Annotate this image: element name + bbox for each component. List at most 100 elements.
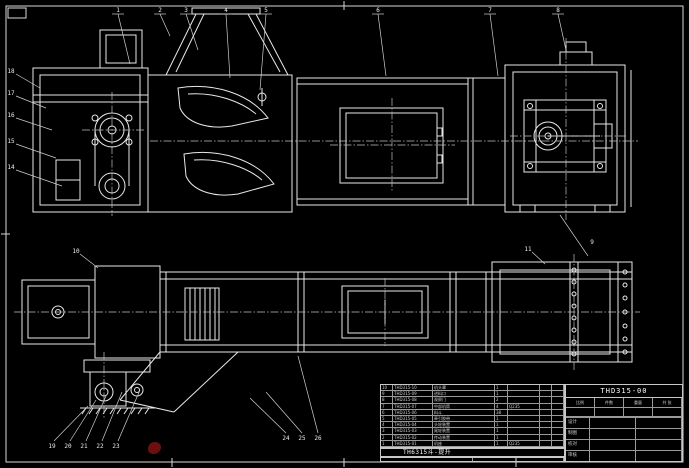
part-code: THD315-05: [393, 416, 433, 423]
ground-hatch: [81, 407, 150, 415]
part-material: [508, 428, 540, 435]
callout-number: 17: [7, 90, 15, 97]
part-name: 头轮装置: [433, 422, 495, 429]
parts-table-row: 3 THD315-03 尾轮装置 1: [381, 428, 564, 435]
callout-number: 16: [7, 112, 15, 119]
louver-panel: [184, 287, 220, 341]
part-weight: [540, 434, 552, 441]
part-qty: 38: [495, 409, 508, 417]
parts-table-row: 1 THD315-01 机座 1 Q235: [381, 440, 564, 448]
part-code: THD315-10: [393, 385, 433, 392]
part-qty: 1: [495, 428, 508, 435]
red-stamp: [148, 442, 161, 454]
callout-number: 15: [7, 138, 15, 145]
part-qty: 2: [495, 397, 508, 404]
door-hinge: [436, 154, 443, 164]
part-no: 9: [381, 391, 393, 398]
part-material: [508, 434, 540, 441]
part-material: Q235: [508, 403, 540, 410]
parts-table-row: 10 THD315-10 机头罩 1: [381, 385, 564, 392]
part-code: THD315-08: [393, 397, 433, 404]
callout-number: 3: [184, 7, 188, 14]
part-name: 观察门: [433, 397, 495, 404]
part-qty: 1: [495, 385, 508, 392]
role-label: 制图: [566, 428, 590, 439]
part-qty: 1: [495, 416, 508, 423]
section-leader: [559, 214, 589, 257]
signature-cell: [590, 439, 636, 450]
part-remark: [552, 428, 564, 435]
title-block-row: 制图: [566, 428, 682, 439]
title-block-row: 审核: [566, 450, 682, 461]
title-block-rows: 设计 制图 校对 审核: [566, 417, 682, 461]
bucket-profile: [183, 151, 275, 196]
part-name: 料斗: [433, 409, 495, 417]
callout-number: 23: [112, 443, 120, 450]
part-no: 7: [381, 403, 393, 410]
part-code: THD315-03: [393, 428, 433, 435]
part-no: 3: [381, 428, 393, 435]
part-no: 6: [381, 409, 393, 417]
upper-view: [32, 7, 632, 213]
part-name: 尾轮装置: [433, 428, 495, 435]
title-block-mini-labels: 比例 件数 重量 共 张: [566, 397, 682, 408]
part-weight: [540, 397, 552, 404]
corner-box: [7, 7, 27, 19]
door-hinge: [436, 127, 443, 137]
plan-head: [21, 265, 239, 413]
date-cell: [636, 450, 682, 461]
sheets-label: 共 张: [653, 397, 682, 407]
boot-chute: [173, 351, 239, 413]
part-no: 5: [381, 416, 393, 423]
parts-table-row: 7 THD315-07 中部机筒 4 Q235: [381, 403, 564, 410]
part-remark: [552, 440, 564, 448]
drive-detail: [80, 359, 155, 415]
part-weight: [540, 440, 552, 448]
qty-value: [595, 407, 624, 416]
callout-number: 21: [80, 443, 88, 450]
head-section: [32, 29, 149, 213]
lower-view: [21, 261, 633, 415]
callout-numbers: 1 2 3 4 5 6 7 8 18 17 16 15 14 9 10 11 1…: [7, 7, 594, 450]
part-no: 2: [381, 434, 393, 441]
part-weight: [540, 416, 552, 423]
part-code: THD315-09: [393, 391, 433, 398]
part-qty: 4: [495, 403, 508, 410]
part-weight: [540, 385, 552, 392]
drawing-title-label: TH6315斗-提升: [380, 448, 565, 457]
callout-number: 20: [64, 443, 72, 450]
part-qty: 1: [495, 434, 508, 441]
part-remark: [552, 403, 564, 410]
part-name: 机头罩: [433, 385, 495, 392]
centering-marks: [1, 1, 517, 467]
part-remark: [552, 409, 564, 417]
role-label: 审核: [566, 450, 590, 461]
part-name: 机座: [433, 440, 495, 448]
title-block-mini-values: [566, 407, 682, 417]
title-block-row: 校对: [566, 439, 682, 450]
part-name: 进料口: [433, 391, 495, 398]
weight-label: 重量: [624, 397, 653, 407]
role-label: 校对: [566, 439, 590, 450]
part-qty: 1: [495, 422, 508, 429]
part-code: THD315-04: [393, 422, 433, 429]
callout-number: 22: [96, 443, 104, 450]
part-remark: [552, 385, 564, 392]
part-remark: [552, 416, 564, 423]
qty-label: 件数: [595, 397, 624, 407]
part-weight: [540, 409, 552, 417]
signature-cell: [590, 417, 636, 428]
parts-table-row: 6 THD315-06 料斗 38: [381, 409, 564, 417]
part-weight: [540, 422, 552, 429]
mid-casing: [296, 77, 469, 206]
signature-cell: [590, 428, 636, 439]
part-material: [508, 385, 540, 392]
hopper-wall: [255, 13, 289, 76]
part-weight: [540, 391, 552, 398]
part-name: 传动装置: [433, 434, 495, 441]
callout-number: 1: [116, 7, 120, 14]
part-no: 8: [381, 397, 393, 404]
part-material: [508, 391, 540, 398]
